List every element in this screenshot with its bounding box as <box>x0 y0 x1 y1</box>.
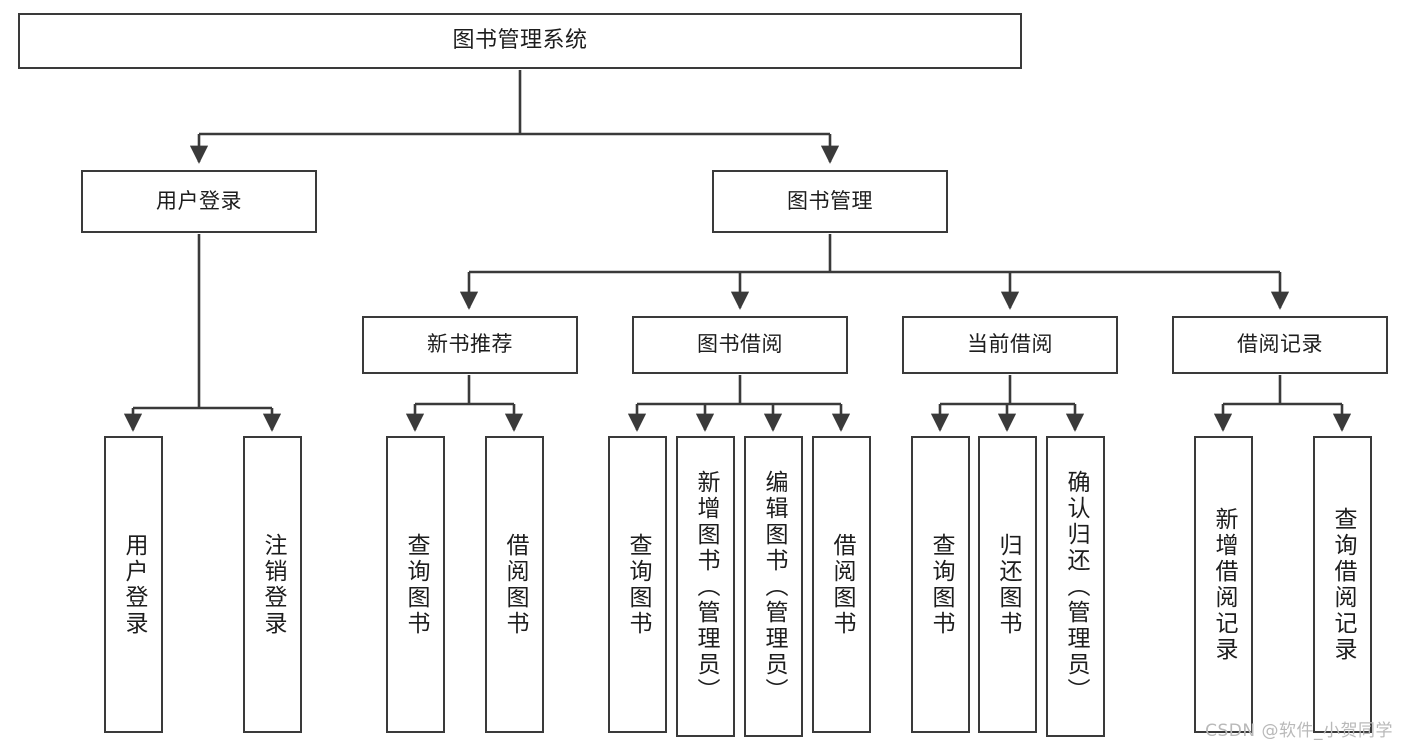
leaf-borrow-add-book-admin[interactable]: 新增图书（管理员） <box>676 436 735 737</box>
csdn-watermark: CSDN @软件_小贺同学 <box>1205 721 1393 741</box>
leaf-recommend-query-book[interactable]: 查询图书 <box>386 436 445 733</box>
node-label: 查询借阅记录 <box>1330 506 1356 663</box>
node-label: 查询图书 <box>625 532 651 637</box>
node-borrow-record[interactable]: 借阅记录 <box>1172 316 1388 374</box>
node-label: 注销登录 <box>260 532 286 637</box>
leaf-borrow-edit-book-admin[interactable]: 编辑图书（管理员） <box>744 436 803 737</box>
node-book-borrow[interactable]: 图书借阅 <box>632 316 848 374</box>
node-label: 查询图书 <box>928 532 954 637</box>
node-new-book-recommend[interactable]: 新书推荐 <box>362 316 578 374</box>
node-label: 借阅图书 <box>502 532 528 637</box>
node-label: 图书管理 <box>787 188 873 213</box>
node-root-system[interactable]: 图书管理系统 <box>18 13 1022 69</box>
node-user-login[interactable]: 用户登录 <box>81 170 317 233</box>
node-label: 图书管理系统 <box>452 27 588 53</box>
node-label: 新书推荐 <box>427 332 513 357</box>
node-label: 当前借阅 <box>967 332 1053 357</box>
leaf-borrow-borrow-book[interactable]: 借阅图书 <box>812 436 871 733</box>
node-label: 用户登录 <box>156 188 242 213</box>
node-book-management[interactable]: 图书管理 <box>712 170 948 233</box>
node-label: 新增图书（管理员） <box>693 469 719 704</box>
leaf-borrow-query-book[interactable]: 查询图书 <box>608 436 667 733</box>
leaf-user-login-signin[interactable]: 用户登录 <box>104 436 163 733</box>
leaf-current-return-book[interactable]: 归还图书 <box>978 436 1037 733</box>
node-label: 图书借阅 <box>697 332 783 357</box>
node-label: 归还图书 <box>995 532 1021 637</box>
node-current-borrow[interactable]: 当前借阅 <box>902 316 1118 374</box>
leaf-current-confirm-return-admin[interactable]: 确认归还（管理员） <box>1046 436 1105 737</box>
node-label: 新增借阅记录 <box>1211 506 1237 663</box>
node-label: 编辑图书（管理员） <box>761 469 787 704</box>
node-label: 确认归还（管理员） <box>1063 469 1089 704</box>
node-label: 借阅图书 <box>829 532 855 637</box>
node-label: 借阅记录 <box>1237 332 1323 357</box>
node-label: 用户登录 <box>121 532 147 637</box>
leaf-recommend-borrow-book[interactable]: 借阅图书 <box>485 436 544 733</box>
node-label: 查询图书 <box>403 532 429 637</box>
leaf-user-login-signout[interactable]: 注销登录 <box>243 436 302 733</box>
leaf-current-query-book[interactable]: 查询图书 <box>911 436 970 733</box>
leaf-record-query-record[interactable]: 查询借阅记录 <box>1313 436 1372 733</box>
leaf-record-add-record[interactable]: 新增借阅记录 <box>1194 436 1253 733</box>
